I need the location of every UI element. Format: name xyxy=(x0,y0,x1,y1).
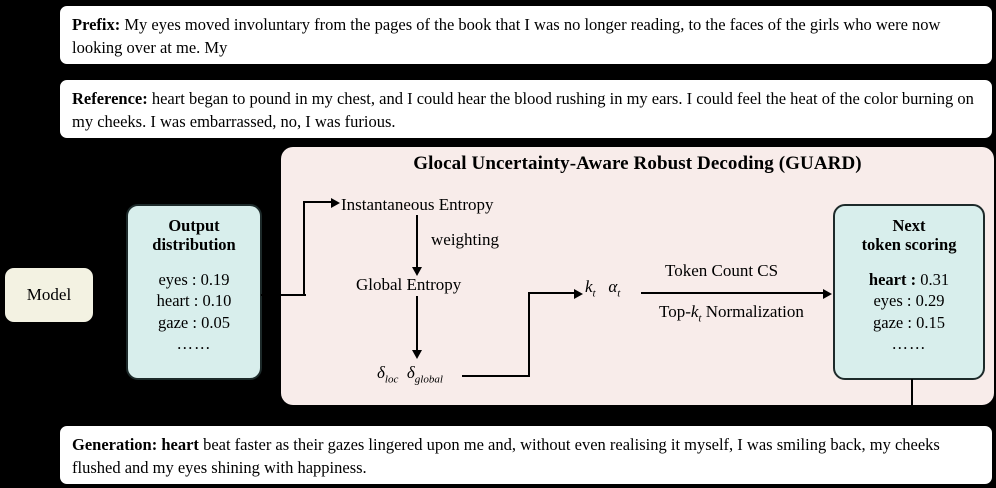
prefix-label: Prefix: xyxy=(72,15,121,34)
token-sep: : xyxy=(187,269,201,289)
node-delta-values: δloc δglobal xyxy=(377,363,443,385)
output-distribution-box: Output distribution eyes : 0.19 heart : … xyxy=(126,204,262,380)
ellipsis: …… xyxy=(891,334,927,354)
edge-label-weighting: weighting xyxy=(431,230,499,249)
list-item: gaze : 0.05 xyxy=(128,312,260,333)
delta-loc-subscript: loc xyxy=(384,373,399,386)
reference-text: heart began to pound in my chest, and I … xyxy=(72,89,974,132)
token-label: heart xyxy=(156,291,190,311)
token-value: 0.31 xyxy=(920,269,950,289)
generation-text: beat faster as their gazes lingered upon… xyxy=(72,435,940,478)
arrowhead-to-global-entropy xyxy=(412,267,422,276)
output-distribution-title: Output distribution xyxy=(128,216,260,255)
node-kt-alpha: kt αt xyxy=(585,277,620,299)
connector-output-to-entropy-h1 xyxy=(261,294,306,297)
reference-box: Reference: heart began to pound in my ch… xyxy=(58,78,994,140)
next-token-scoring-title-line1: Next xyxy=(892,216,926,235)
node-global-entropy: Global Entropy xyxy=(356,275,462,294)
connector-entropy-weighting-v xyxy=(416,215,419,269)
arrowhead-to-next-token-scoring xyxy=(823,288,832,299)
arrowhead-to-instantaneous-entropy xyxy=(331,197,340,208)
token-label: gaze xyxy=(158,312,189,332)
next-token-scoring-title-line2: token scoring xyxy=(861,235,957,255)
token-value: 0.10 xyxy=(202,291,232,311)
connector-deltas-to-kt-v xyxy=(528,292,531,377)
token-value: 0.15 xyxy=(916,312,945,332)
topk-prefix: Top- xyxy=(659,302,691,321)
kt-symbol: k xyxy=(585,277,593,296)
connector-output-to-entropy-v xyxy=(303,201,306,296)
kt-subscript: t xyxy=(592,287,596,300)
generation-box: Generation: heart beat faster as their g… xyxy=(58,424,994,486)
connector-next-token-to-generation xyxy=(911,379,914,426)
output-distribution-title-line1: Output xyxy=(168,216,220,235)
connector-kt-to-next-token xyxy=(641,292,825,295)
delta-global-subscript: global xyxy=(414,373,443,386)
edge-label-topk-normalization: Top-kt Normalization xyxy=(659,302,804,324)
alpha-symbol: α xyxy=(608,277,618,296)
node-instantaneous-entropy: Instantaneous Entropy xyxy=(341,195,494,214)
connector-global-to-deltas-v xyxy=(416,296,419,352)
connector-deltas-to-kt-h1 xyxy=(462,375,530,378)
next-token-scoring-box: Next token scoring heart : 0.31 eyes : 0… xyxy=(833,204,985,380)
topk-k-symbol: k xyxy=(690,302,699,321)
token-sep: : xyxy=(902,291,916,311)
prefix-text: My eyes moved involuntary from the pages… xyxy=(72,15,941,58)
token-label: heart xyxy=(868,269,907,289)
connector-output-to-entropy-h2 xyxy=(303,201,333,204)
list-item: gaze : 0.15 xyxy=(835,312,983,333)
delta-loc-symbol: δ xyxy=(377,363,385,382)
edge-label-token-count-cs: Token Count CS xyxy=(665,261,779,280)
guard-title: Glocal Uncertainty-Aware Robust Decoding… xyxy=(413,153,862,174)
arrowhead-to-kt-alpha xyxy=(574,288,583,299)
token-sep: : xyxy=(903,312,917,332)
token-label: eyes xyxy=(873,291,903,311)
reference-label: Reference: xyxy=(72,89,148,108)
token-label: gaze xyxy=(873,312,904,332)
prefix-box: Prefix: My eyes moved involuntary from t… xyxy=(58,4,994,66)
model-label: Model xyxy=(26,285,72,304)
ellipsis: …… xyxy=(176,334,212,354)
connector-deltas-to-kt-h2 xyxy=(528,292,576,295)
delta-global-symbol: δ xyxy=(406,363,415,382)
topk-k-subscript: t xyxy=(698,312,702,325)
model-box: Model xyxy=(5,268,93,322)
token-value: 0.05 xyxy=(201,312,230,332)
token-label: eyes xyxy=(158,269,188,289)
generation-label: Generation: heart xyxy=(72,435,199,454)
output-distribution-title-line2: distribution xyxy=(152,235,236,255)
token-value: 0.29 xyxy=(915,291,945,311)
list-item: eyes : 0.19 xyxy=(128,269,260,290)
next-token-scoring-title: Next token scoring xyxy=(835,216,983,255)
list-item: eyes : 0.29 xyxy=(835,290,983,311)
alpha-subscript: t xyxy=(617,287,621,300)
token-sep: : xyxy=(188,312,202,332)
list-item: heart : 0.31 xyxy=(835,269,983,290)
next-token-scoring-list: heart : 0.31 eyes : 0.29 gaze : 0.15 …… xyxy=(835,269,983,355)
arrowhead-to-deltas xyxy=(412,350,422,359)
topk-suffix: Normalization xyxy=(701,302,804,321)
token-value: 0.19 xyxy=(200,269,230,289)
token-sep: : xyxy=(906,269,921,289)
token-sep: : xyxy=(189,291,203,311)
output-distribution-list: eyes : 0.19 heart : 0.10 gaze : 0.05 …… xyxy=(128,269,260,355)
list-item: heart : 0.10 xyxy=(128,290,260,311)
